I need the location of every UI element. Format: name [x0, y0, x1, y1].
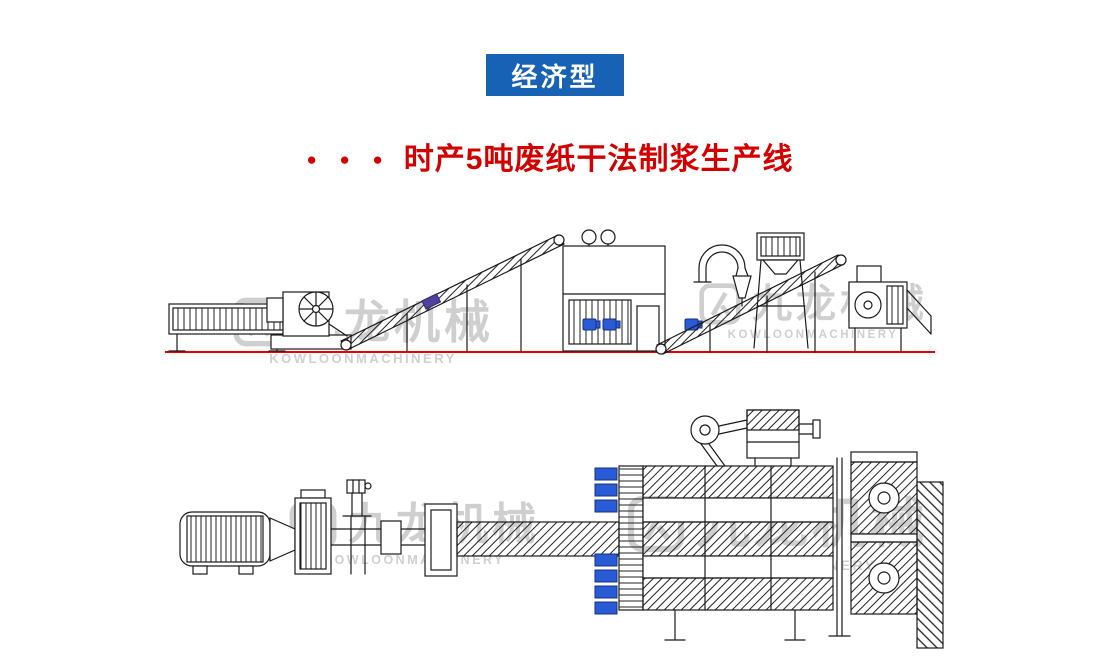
title-bullets: ● ● ●: [306, 150, 392, 169]
feed-drum: [179, 511, 296, 575]
inlet-box: [294, 489, 332, 575]
screening-machine: [562, 229, 666, 352]
drive-motor: [342, 479, 372, 575]
end-assembly: [828, 451, 918, 637]
top-line-diagram: [165, 229, 935, 355]
handwheel: [690, 415, 748, 467]
incline-conveyor-1: [340, 234, 565, 352]
discharge-machine: [848, 265, 932, 352]
bottom-line-diagram: [179, 409, 944, 649]
shredder: [266, 291, 352, 350]
incline-conveyor-2: [655, 254, 847, 355]
feed-conveyor: [168, 303, 288, 352]
main-cylinder: [618, 465, 834, 641]
watermark-en: KOWLOONMACHINERY: [727, 329, 899, 341]
discharge-column: [916, 481, 944, 649]
page-title: ● ● ● 时产5吨废纸干法制浆生产线: [0, 134, 1100, 178]
economy-badge: 经济型: [486, 54, 624, 96]
watermark-en: KOWLOONMACHINERY: [269, 351, 457, 366]
cyclone-duct: [693, 244, 752, 307]
gearbox: [746, 409, 821, 467]
inlet-flanges: [594, 467, 618, 615]
title-text: 时产5吨废纸干法制浆生产线: [403, 143, 794, 176]
shaft-coupling: [330, 520, 428, 555]
feed-pipe: [456, 521, 620, 557]
conveyor-item: [421, 293, 442, 310]
bearing-stand: [424, 503, 458, 577]
